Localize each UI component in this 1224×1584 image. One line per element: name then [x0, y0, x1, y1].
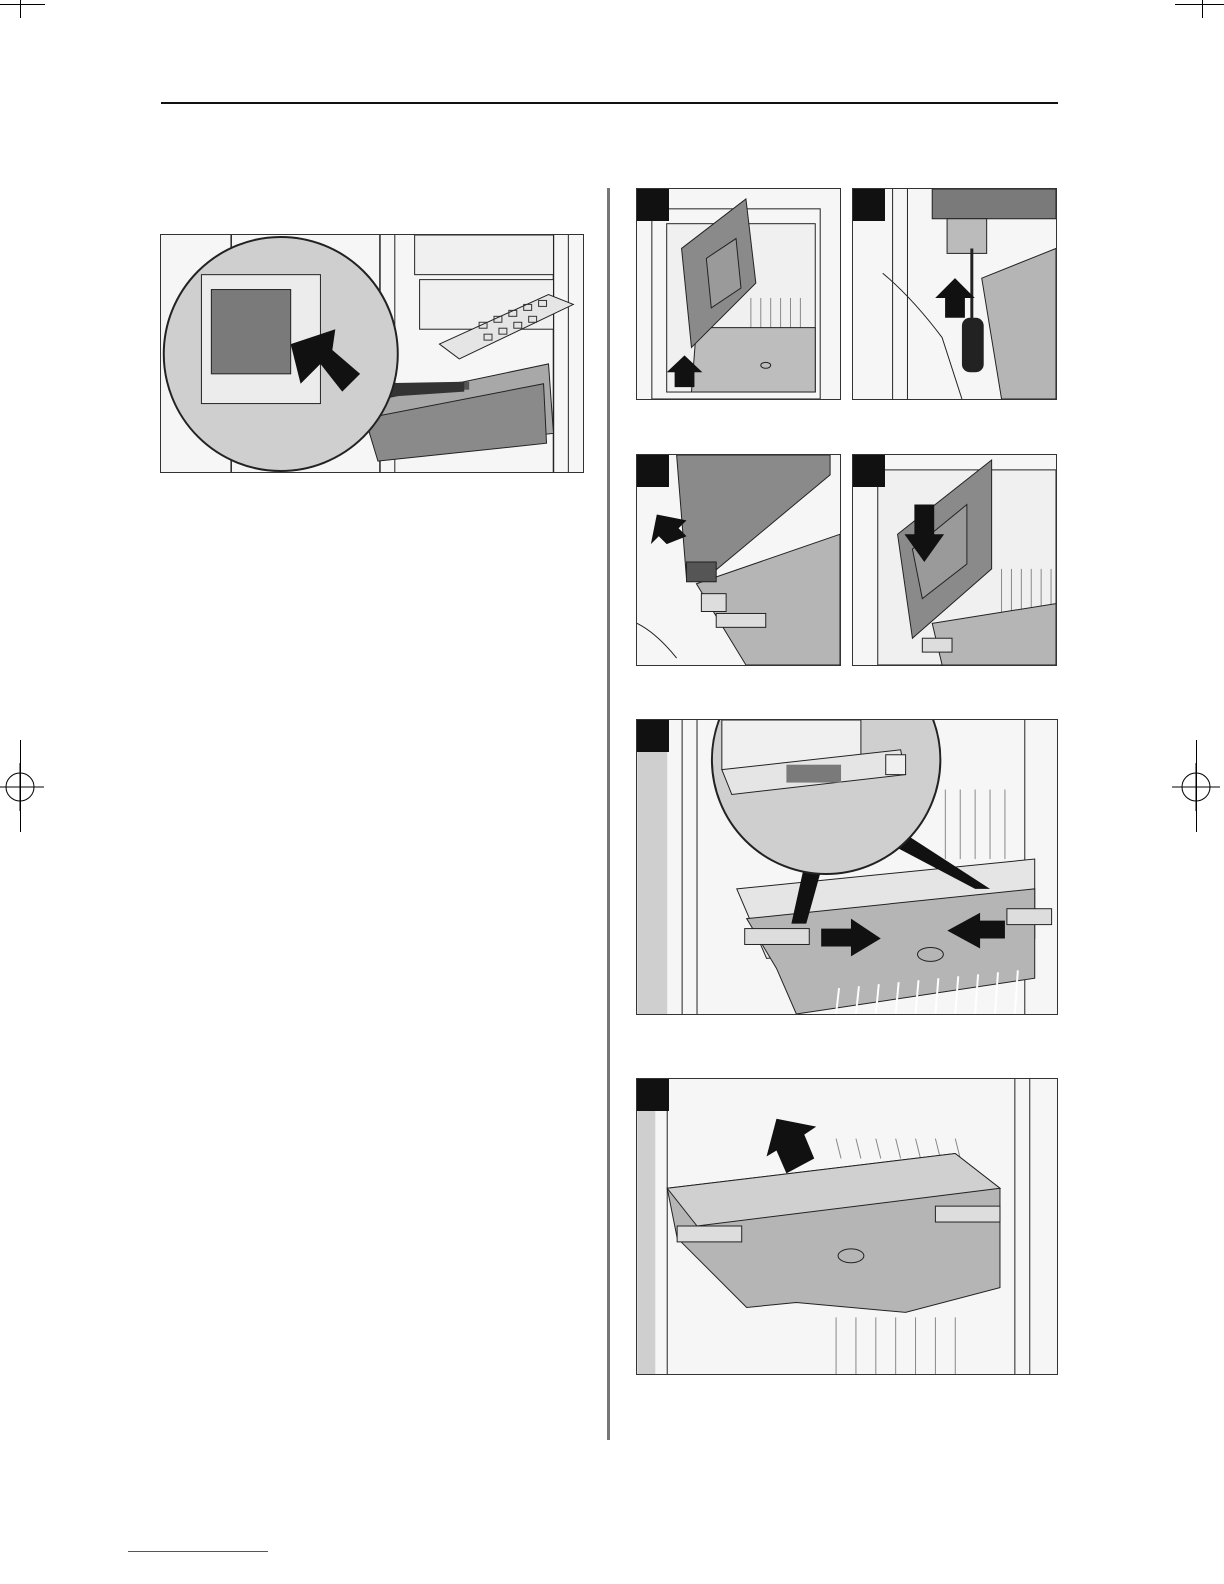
step-number-badge	[637, 720, 669, 752]
header-rule	[161, 102, 1058, 104]
column-divider	[607, 188, 610, 1440]
step-number-badge	[637, 455, 669, 487]
fig-step-6	[636, 1078, 1058, 1375]
fig-step-2	[852, 188, 1057, 400]
fig-step-4	[852, 454, 1057, 666]
registration-tick-left	[20, 740, 21, 832]
crop-mark-top-right-h	[1175, 4, 1224, 5]
step-number-badge	[853, 455, 885, 487]
step-5-illustration	[637, 720, 1057, 1014]
ice-tray-illustration	[161, 235, 583, 472]
registration-mark-left-icon	[0, 763, 44, 811]
fig-step-3	[636, 454, 841, 666]
fig-step-5	[636, 719, 1058, 1015]
step-number-badge	[637, 1079, 669, 1111]
step-number-badge	[637, 189, 669, 221]
crop-mark-top-left-v	[20, 0, 21, 18]
footer-rule	[128, 1551, 268, 1552]
fig-ice-tray-detail	[160, 234, 584, 473]
crop-mark-top-left-h	[0, 4, 45, 5]
fig-step-1	[636, 188, 841, 400]
step-6-illustration	[637, 1079, 1057, 1374]
step-number-badge	[853, 189, 885, 221]
registration-tick-right	[1196, 740, 1197, 832]
crop-mark-top-right-v	[1202, 0, 1203, 18]
